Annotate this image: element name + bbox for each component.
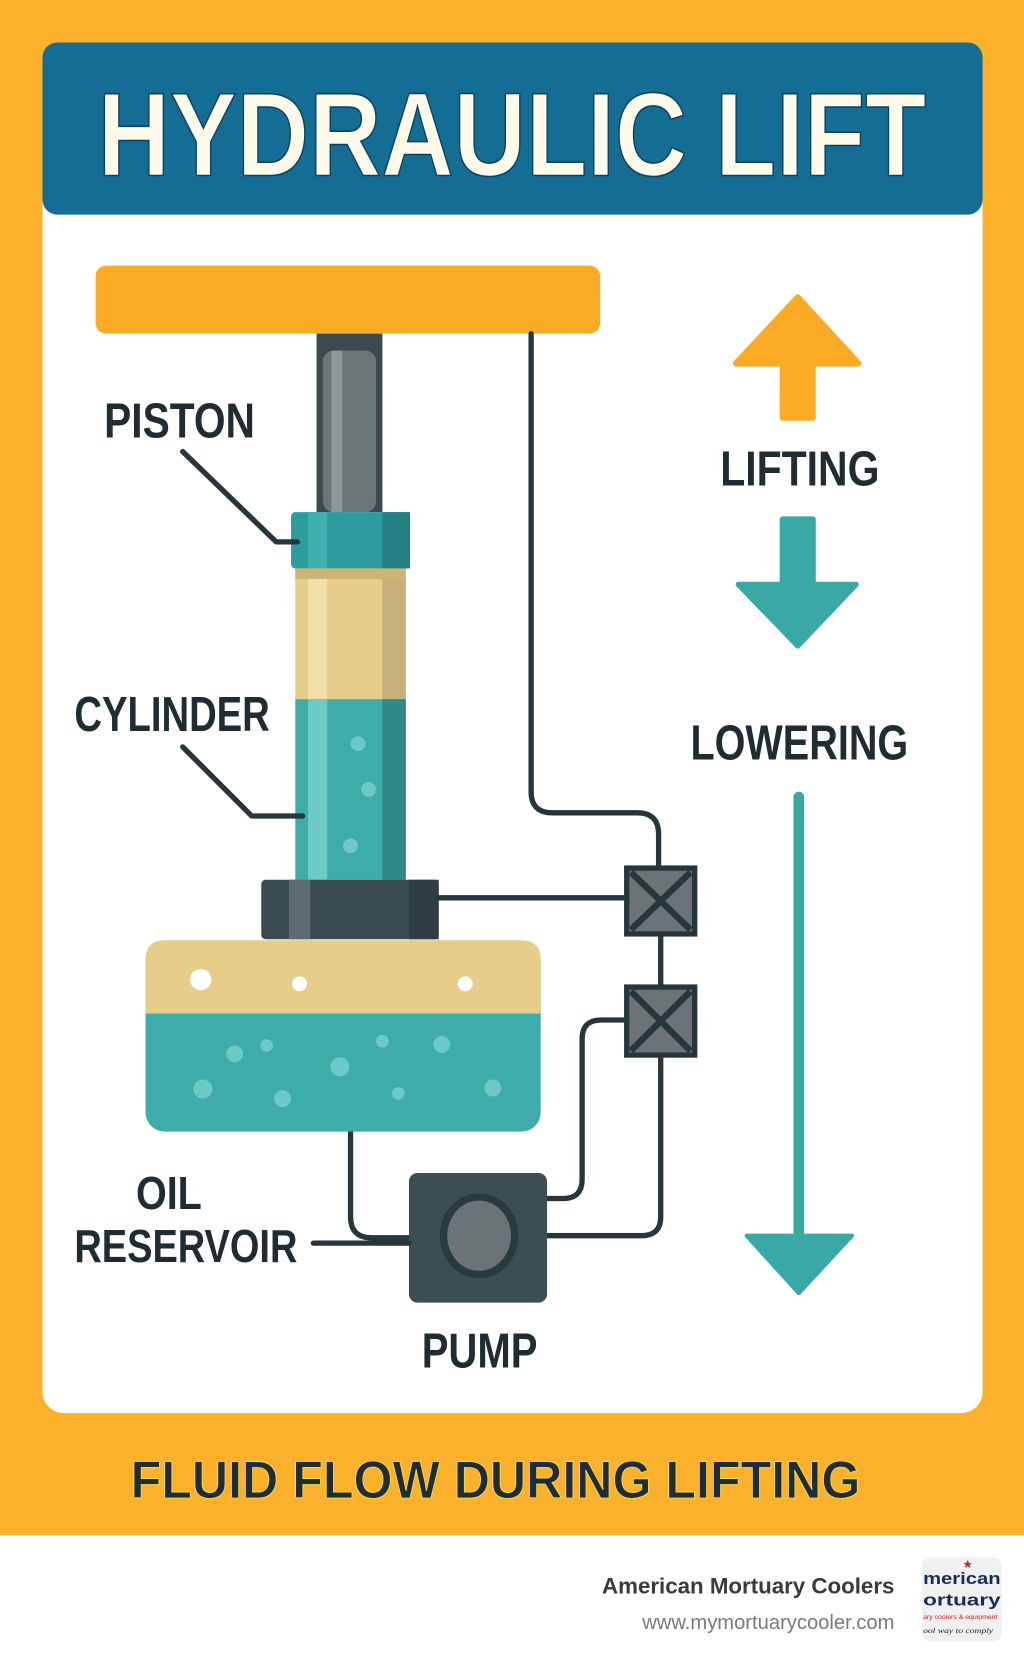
title-banner — [42, 42, 983, 215]
logo-line-1: merican — [923, 1569, 1001, 1588]
lifting-label: LIFTING — [720, 443, 879, 497]
footer-url[interactable]: www.mymortuarycooler.com — [641, 1612, 894, 1634]
pump-return-pipe — [544, 1054, 664, 1239]
bubble — [350, 736, 366, 752]
pump — [408, 1173, 548, 1303]
cylinder-leader-line — [180, 744, 306, 819]
piston-label: PISTON — [104, 395, 255, 449]
cylinder-base — [261, 879, 439, 940]
footer-company-name: American Mortuary Coolers — [602, 1574, 894, 1599]
control-valve-lower — [624, 984, 698, 1058]
lift-platform — [95, 265, 601, 334]
return-pipe — [528, 330, 662, 869]
cylinder — [295, 568, 406, 880]
logo-line-2: ortuary — [923, 1590, 1001, 1609]
bubble — [361, 782, 377, 797]
lowering-arrow-icon — [735, 516, 859, 649]
lowering-label: LOWERING — [690, 717, 908, 771]
cylinder-label: CYLINDER — [74, 688, 269, 742]
company-logo: merican ortuary ary coolers & equipment … — [922, 1557, 1002, 1642]
bubble — [343, 838, 358, 854]
logo-line-3: ary coolers & equipment — [923, 1614, 998, 1621]
caption: FLUID FLOW DURING LIFTING — [131, 1451, 861, 1510]
reservoir-label: RESERVOIR — [74, 1220, 297, 1272]
footer-background — [0, 1535, 1024, 1666]
oil-reservoir — [145, 940, 541, 1132]
piston-cap — [291, 512, 411, 569]
page-title: HYDRAULIC LIFT — [98, 68, 927, 201]
control-valve-upper — [624, 865, 698, 937]
pump-outlet-pipe — [544, 1017, 630, 1202]
lifting-arrow-icon — [732, 294, 862, 421]
oil-label: OIL — [136, 1167, 202, 1219]
logo-star-icon — [963, 1559, 972, 1568]
reservoir-pipe — [347, 1128, 412, 1241]
piston-leader-line — [180, 448, 301, 545]
logo-line-4: ool way to comply — [923, 1626, 994, 1635]
flow-down-arrow-icon — [744, 791, 855, 1296]
piston-rod — [316, 333, 383, 513]
pump-label: PUMP — [422, 1324, 538, 1378]
